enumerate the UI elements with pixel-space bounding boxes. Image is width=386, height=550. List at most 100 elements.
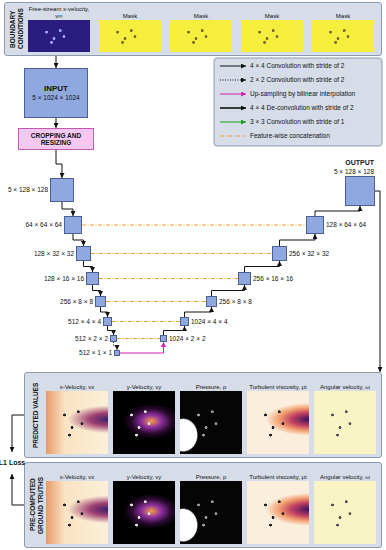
legend-text: 2 × 2 Convolution with stride of 2 [250,76,345,84]
dimension-label: 128 × 64 × 64 [326,221,366,229]
group-panel: BOUNDARY CONDITIONSFree-stream x-velocit… [4,2,382,56]
flow-arrow [164,326,185,335]
output-block: OUTPUT5 × 128 × 128 [345,176,375,206]
input-box: INPUT5 × 1024 × 1024 [24,68,88,118]
concat-line [117,338,160,339]
flow-arrow [212,285,245,296]
flow-arrow [12,474,24,505]
field-image: y-Velocity, vy [113,391,175,454]
loss-label: L1 Loss [0,459,25,467]
dimension-label: 256 × 8 × 8 [60,298,93,306]
flow-arrow [185,307,212,317]
concat-line [106,301,206,302]
legend-box [214,58,382,146]
encoder-block: 128 × 16 × 16 [86,272,99,285]
field-image: Pressure, p [180,481,242,544]
field-image: Mask [170,20,232,52]
title-strip: PRE-COMPUTED GROUND TRUTHS [26,463,46,547]
image-label: Pressure, p [177,474,245,481]
field-image: Mask [312,20,374,52]
decoder-block: 256 × 32 × 32 [272,246,287,261]
dimension-label: 5 × 128 × 128 [8,186,48,194]
image-label: y-Velocity, vy [110,384,178,391]
legend-sample [220,135,246,136]
image-label: y-Velocity, vy [110,474,178,481]
legend-sample [220,80,246,81]
field-image: Pressure, p [180,391,242,454]
box-title: INPUT [44,84,68,94]
image-label: x-Velocity, vx [43,474,111,481]
group-panel: PRE-COMPUTED GROUND TRUTHSx-Velocity, vx… [24,462,382,548]
flow-arrow [56,118,57,128]
decoder-block: 128 × 64 × 64 [306,216,324,234]
concat-line [91,253,272,254]
concat-line [82,224,306,225]
flow-arrow [245,261,280,272]
title-strip: PREDICTED VALUES [26,373,46,457]
legend-sample [220,66,246,67]
flow-arrow [108,326,114,335]
decoder-block: 256 × 8 × 8 [206,296,217,307]
legend-sample [220,94,246,95]
encoder-block: 64 × 64 × 64 [64,216,82,234]
encoder-block: 128 × 32 × 32 [76,246,91,261]
legend-text: Feature-wise concatenation [250,132,330,140]
concat-line [112,321,180,322]
output-title: OUTPUT [345,159,374,167]
decoder-block: 1024 × 4 × 4 [180,317,189,326]
dimension-label: 512 × 4 × 4 [68,318,101,326]
field-image: x-Velocity, vx [46,481,108,544]
field-image: Angular velocity, ω [314,481,376,544]
process-label: CROPPING AND RESIZING [19,132,93,147]
dimension-label: 256 × 32 × 32 [289,250,329,258]
flow-arrow [120,342,164,353]
legend-text: 3 × 3 Convolution with stride of 1 [250,118,345,126]
encoder-block: 512 × 1 × 1 [114,350,120,356]
image-label: Free-stream x-velocity, v∞ [25,6,93,19]
dimension-label: 128 × 32 × 32 [34,250,74,258]
legend-text: 4 × 4 Convolution with stride of 2 [250,62,345,70]
decoder-block: 256 × 16 × 16 [238,272,251,285]
field-image: Mask [241,20,303,52]
image-label: Turbulent viscosity, μt [244,474,312,481]
flow-arrow [73,234,84,246]
field-image: x-Velocity, vx [46,391,108,454]
field-image: Turbulent viscosity, μt [247,391,309,454]
decoder-block: 1024 × 2 × 2 [160,335,167,342]
dimension-label: 1024 × 4 × 4 [191,318,228,326]
title-strip: BOUNDARY CONDITIONS [6,3,26,55]
flow-arrow [315,206,360,216]
flow-arrow [56,150,62,178]
panel-title: PRE-COMPUTED GROUND TRUTHS [29,466,44,544]
encoder-block: 512 × 2 × 2 [110,335,117,342]
image-label: Turbulent viscosity, μt [244,384,312,391]
concat-line [99,278,238,279]
dimension-label: 512 × 1 × 1 [79,349,112,357]
dimension-label: 128 × 16 × 16 [44,275,84,283]
panel-title: BOUNDARY CONDITIONS [9,6,24,52]
image-label: Angular velocity, ω [311,474,379,481]
image-label: Angular velocity, ω [311,384,379,391]
field-image: Angular velocity, ω [314,391,376,454]
dimension-label: 1024 × 2 × 2 [169,335,206,343]
image-label: Pressure, p [177,384,245,391]
flow-arrow [56,56,57,68]
image-label: Mask [96,13,164,20]
flow-arrow [375,191,380,372]
legend-sample [220,107,246,109]
legend-sample [220,122,246,123]
process-box: CROPPING AND RESIZING [18,128,94,150]
image-label: x-Velocity, vx [43,384,111,391]
dimension-label: 256 × 8 × 8 [219,298,252,306]
legend-text: Up-sampling by bilinear interpolation [250,90,355,98]
flow-arrow [114,342,118,350]
flow-arrow [280,234,316,246]
dimension-label: 5 × 128 × 128 [334,168,374,176]
encoder-block: 512 × 4 × 4 [103,317,112,326]
group-panel: PREDICTED VALUESx-Velocity, vxy-Velocity… [24,372,382,458]
flow-arrow [12,415,24,452]
image-label: Mask [238,13,306,20]
encoder-block: 5 × 128 × 128 [50,178,74,202]
dimension-label: 5 × 1024 × 1024 [32,94,79,102]
